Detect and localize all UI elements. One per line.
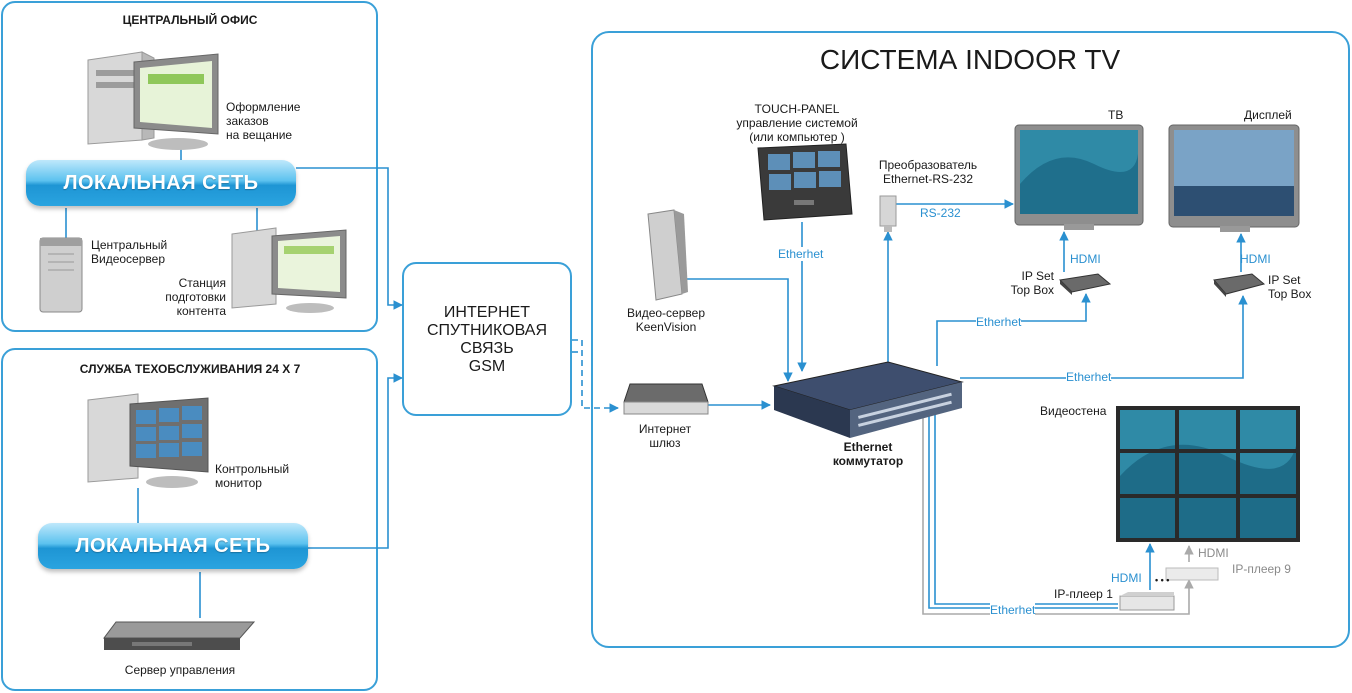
keenvision-label: Видео-сервер KeenVision — [614, 306, 718, 334]
label-line: Ethernet-RS-232 — [882, 172, 974, 186]
label-line: заказов — [226, 114, 269, 128]
indoor-tv-panel — [591, 31, 1350, 648]
label-line: СВЯЗЬ — [460, 340, 514, 357]
central-lan-bar: ЛОКАЛЬНАЯ СЕТЬ — [26, 160, 296, 206]
hdmi-label-player9: HDMI — [1198, 546, 1229, 560]
label-line: KeenVision — [635, 320, 697, 334]
management-server-icon — [102, 618, 258, 654]
service-panel — [1, 348, 378, 691]
ethernet-label-players: Etherhet — [990, 603, 1036, 617]
keenvision-server-icon — [644, 208, 690, 302]
service-title: СЛУЖБА ТЕХОБСЛУЖИВАНИЯ 24 Х 7 — [79, 362, 301, 376]
internet-label: ИНТЕРНЕТ СПУТНИКОВАЯ СВЯЗЬ GSM — [402, 304, 572, 376]
touch-panel-label: TOUCH-PANEL управление системой (или ком… — [724, 102, 870, 144]
management-server-label: Сервер управления — [124, 663, 236, 677]
label-line: TOUCH-PANEL — [754, 102, 840, 116]
converter-icon — [878, 194, 898, 234]
central-office-title: ЦЕНТРАЛЬНЫЙ ОФИС — [122, 13, 258, 27]
label-line: шлюз — [649, 436, 681, 450]
display-label: Дисплей — [1244, 108, 1292, 122]
central-video-server-label: Центральный Видеосервер — [91, 238, 167, 266]
label-line: монитор — [215, 476, 262, 490]
hdmi-label-display: HDMI — [1240, 252, 1271, 266]
touch-panel-icon[interactable] — [754, 142, 854, 222]
stb2-label: IP Set Top Box — [1268, 273, 1311, 301]
hdmi-label-player1: HDMI — [1111, 571, 1142, 585]
videowall-icon — [1116, 406, 1300, 542]
label-line: Ethernet — [843, 440, 893, 454]
label-line: Видео-сервер — [627, 306, 705, 320]
indoor-tv-title: СИСТЕМА INDOOR TV — [819, 44, 1121, 75]
stb2-icon — [1212, 272, 1266, 298]
ethernet-label-touch: Etherhet — [778, 247, 824, 261]
label-line: контента — [176, 304, 226, 318]
player1-icon — [1118, 590, 1176, 614]
label-line: Top Box — [1268, 287, 1312, 301]
videowall-label: Видеостена — [1040, 404, 1107, 418]
label-line: ИНТЕРНЕТ — [443, 304, 531, 321]
gateway-label: Интернет шлюз — [620, 422, 710, 450]
tv-label: ТВ — [1108, 108, 1124, 122]
label-line: GSM — [468, 358, 506, 375]
player9-icon — [1164, 562, 1220, 582]
label-line: Преобразователь — [878, 158, 978, 172]
label-line: СПУТНИКОВАЯ — [427, 322, 547, 339]
label-line: Видеосервер — [91, 252, 165, 266]
label-line: IP Set — [1021, 269, 1054, 283]
video-server-icon — [38, 232, 86, 316]
label-line: подготовки — [165, 290, 226, 304]
label-line: Интернет — [638, 422, 692, 436]
converter-label: Преобразователь Ethernet-RS-232 — [866, 158, 990, 186]
ethernet-label-stb2: Etherhet — [1066, 370, 1112, 384]
label-line: Top Box — [1010, 283, 1054, 297]
content-station-label: Станция подготовки контента — [150, 276, 226, 318]
label-line: Контрольный — [215, 462, 290, 476]
player9-label: IP-плеер 9 — [1232, 562, 1291, 576]
label-line: Станция — [178, 276, 226, 290]
control-monitor-label: Контрольный монитор — [215, 462, 289, 490]
player-dots: • • • — [1155, 575, 1170, 585]
gateway-router-icon — [620, 382, 710, 418]
ethernet-switch-icon — [770, 360, 966, 442]
content-station-icon — [228, 224, 350, 316]
hdmi-label-tv: HDMI — [1070, 252, 1101, 266]
label-line: коммутатор — [832, 454, 904, 468]
switch-label: Ethernet коммутатор — [818, 440, 918, 468]
order-workstation-label: Оформление заказов на вещание — [226, 100, 300, 142]
stb1-label: IP Set Top Box — [1006, 269, 1054, 297]
label-line: на вещание — [226, 128, 293, 142]
service-lan-bar: ЛОКАЛЬНАЯ СЕТЬ — [38, 523, 308, 569]
tv-icon — [1014, 124, 1144, 232]
label-line: Оформление — [226, 100, 301, 114]
label-line: управление системой — [736, 116, 858, 130]
control-monitor-icon — [84, 390, 212, 490]
label-line: Центральный — [91, 238, 168, 252]
display-icon — [1168, 124, 1300, 234]
ethernet-label-stb1: Etherhet — [976, 315, 1022, 329]
label-line: IP Set — [1268, 273, 1301, 287]
internet-box — [402, 262, 572, 416]
stb1-icon — [1058, 272, 1112, 296]
order-workstation-icon — [82, 48, 222, 152]
central-office-panel — [1, 1, 378, 332]
rs232-label: RS-232 — [920, 206, 961, 220]
player1-label: IP-плеер 1 — [1054, 587, 1113, 601]
label-line: (или компьютер ) — [749, 130, 845, 144]
